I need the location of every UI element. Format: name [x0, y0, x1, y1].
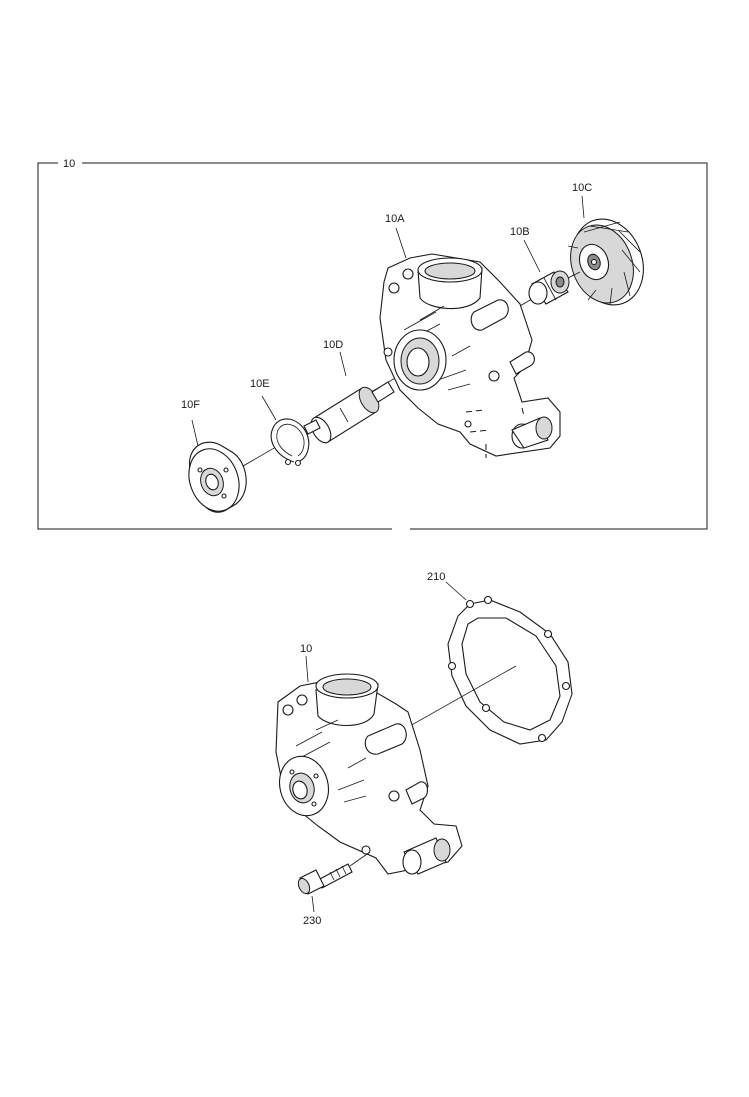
label-10a: 10A	[385, 213, 405, 225]
label-230: 230	[303, 915, 321, 927]
impeller-10c	[567, 218, 644, 306]
water-pump-10	[275, 673, 463, 875]
housing-10a	[379, 253, 561, 458]
leader-210	[445, 581, 467, 601]
leader-10f	[191, 419, 199, 447]
leader-10a	[395, 227, 407, 259]
assembly-frame: 10	[37, 158, 708, 530]
leader-10b	[523, 239, 541, 273]
gasket-210	[447, 595, 573, 745]
label-10f: 10F	[181, 399, 200, 411]
leader-10d	[339, 351, 347, 377]
bolt-230	[297, 863, 353, 895]
leader-10c	[581, 195, 585, 219]
leader-230	[311, 895, 315, 913]
hub-flange-10f	[188, 441, 247, 513]
bolt-axis-line	[349, 851, 371, 867]
bearing-10b	[528, 270, 570, 305]
shaft-10d	[303, 381, 395, 444]
label-10d: 10D	[323, 339, 343, 351]
label-10-pump: 10	[300, 643, 312, 655]
label-10b: 10B	[510, 226, 530, 238]
leader-10e	[261, 395, 277, 421]
leader-10-pump	[305, 655, 309, 683]
label-10c: 10C	[572, 182, 592, 194]
label-10e: 10E	[250, 378, 270, 390]
label-210: 210	[427, 571, 445, 583]
circlip-10e	[270, 418, 310, 467]
assembly-label: 10	[63, 158, 75, 170]
